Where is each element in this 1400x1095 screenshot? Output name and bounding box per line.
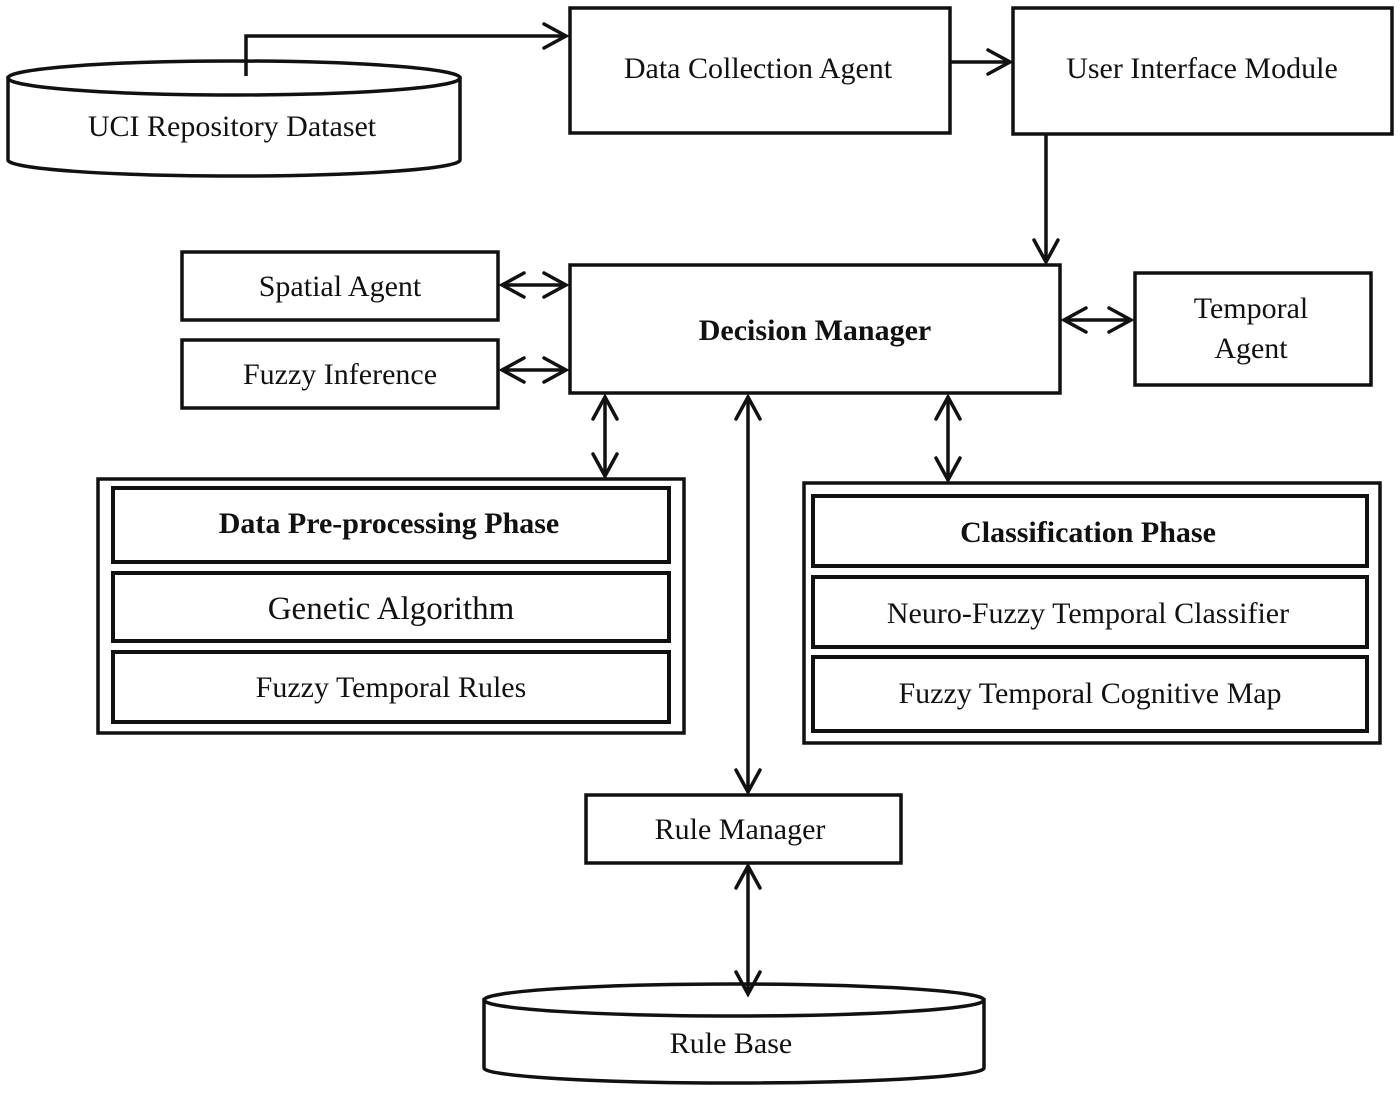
uci-dataset-label: UCI Repository Dataset — [88, 110, 377, 143]
decision-manager-node: Decision Manager — [568, 263, 1062, 395]
data-collection-agent-node: Data Collection Agent — [568, 6, 952, 135]
neuro-fuzzy-classifier-label: Neuro-Fuzzy Temporal Classifier — [887, 597, 1289, 630]
rule-manager-label: Rule Manager — [655, 813, 826, 846]
preprocessing-group: Data Pre-processing Phase Genetic Algori… — [96, 477, 686, 735]
spatial-agent-node: Spatial Agent — [180, 250, 500, 322]
decision-manager-label: Decision Manager — [699, 314, 931, 347]
edge-ui-to-decision-manager — [1032, 134, 1060, 266]
temporal-agent-label-line2: Agent — [1214, 332, 1288, 365]
data-collection-agent-label: Data Collection Agent — [624, 52, 893, 85]
spatial-agent-label: Spatial Agent — [259, 270, 422, 303]
fuzzy-inference-label: Fuzzy Inference — [243, 358, 437, 391]
preprocessing-phase-label: Data Pre-processing Phase — [219, 507, 560, 540]
edge-uci-to-data-collection — [244, 22, 570, 76]
edge-fuzzy-inference-to-decision-manager — [498, 356, 570, 384]
edge-decision-manager-to-rule-manager — [734, 393, 762, 796]
edge-decision-manager-to-preprocessing — [591, 393, 619, 480]
edge-rule-manager-to-rule-base — [734, 862, 762, 998]
edge-data-collection-to-ui — [950, 48, 1014, 76]
rule-base-node: Rule Base — [482, 982, 986, 1085]
user-interface-module-label: User Interface Module — [1066, 52, 1338, 85]
rule-manager-node: Rule Manager — [584, 793, 903, 865]
fuzzy-inference-node: Fuzzy Inference — [180, 338, 500, 410]
classification-phase-label: Classification Phase — [960, 516, 1216, 549]
genetic-algorithm-label: Genetic Algorithm — [268, 591, 515, 627]
temporal-agent-label-line1: Temporal — [1194, 292, 1309, 325]
uci-dataset-node: UCI Repository Dataset — [6, 59, 462, 178]
user-interface-module-node: User Interface Module — [1011, 6, 1394, 136]
edge-spatial-to-decision-manager — [498, 271, 570, 299]
classification-group: Classification Phase Neuro-Fuzzy Tempora… — [802, 481, 1382, 745]
rule-base-label: Rule Base — [670, 1027, 792, 1060]
fuzzy-cognitive-map-label: Fuzzy Temporal Cognitive Map — [898, 677, 1281, 710]
fuzzy-temporal-rules-label: Fuzzy Temporal Rules — [256, 671, 527, 704]
temporal-agent-node: Temporal Agent — [1133, 271, 1373, 387]
edge-decision-manager-to-temporal — [1060, 306, 1135, 334]
edge-decision-manager-to-classification — [934, 393, 962, 484]
